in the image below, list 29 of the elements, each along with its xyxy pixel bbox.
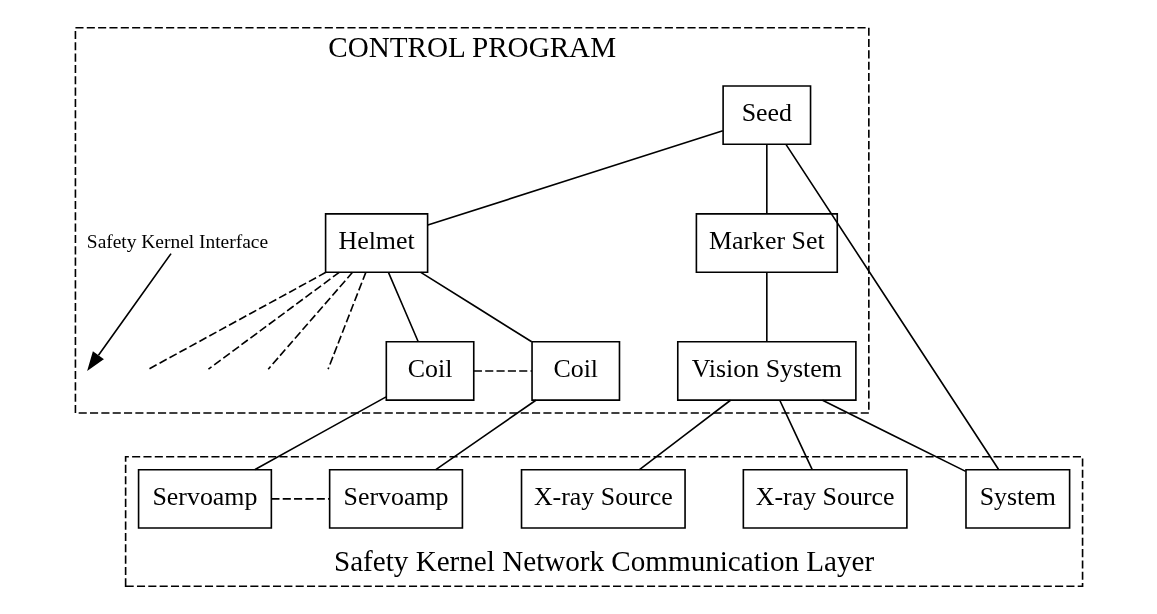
- node-box: Servoamp: [328, 468, 463, 529]
- node-text: Safety Kernel Interface: [86, 231, 268, 253]
- node-box: X-ray Source: [520, 468, 686, 529]
- connector: [207, 271, 340, 370]
- node-box: Coil: [530, 341, 620, 401]
- node-box: Vision System: [676, 341, 857, 401]
- connector: [419, 271, 532, 343]
- connector: [778, 399, 813, 471]
- node-box: Seed: [721, 85, 811, 146]
- node-box: Coil: [385, 341, 475, 401]
- connector: [765, 271, 768, 343]
- connector: [472, 370, 533, 372]
- node-box: System: [964, 468, 1070, 529]
- connector: [266, 271, 353, 370]
- connector: [326, 271, 367, 370]
- node-box: Servoamp: [137, 468, 272, 529]
- node-box: Helmet: [324, 213, 428, 273]
- node-box: Marker Set: [695, 213, 838, 273]
- connector: [387, 271, 419, 343]
- connector: [270, 498, 330, 500]
- connector: [765, 143, 768, 215]
- connector: [147, 271, 327, 371]
- connector: [253, 396, 387, 471]
- connector: [784, 143, 999, 471]
- arrow: [86, 252, 172, 372]
- connector: [638, 399, 731, 471]
- node-box: X-ray Source: [742, 468, 908, 529]
- connector: [426, 130, 724, 226]
- connector: [434, 399, 537, 471]
